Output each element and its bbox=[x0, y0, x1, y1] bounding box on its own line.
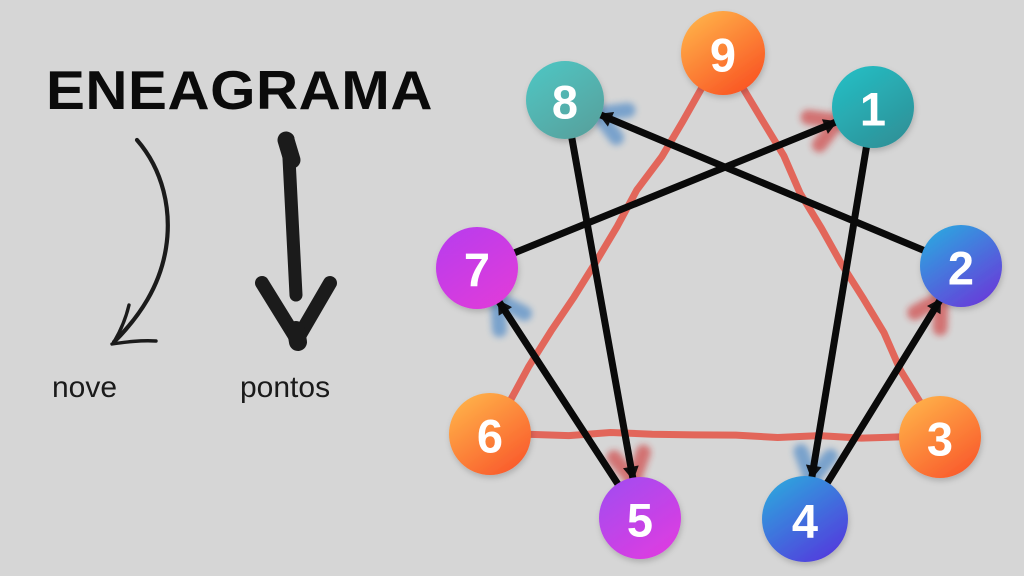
enneagram-node-4[interactable]: 4 bbox=[762, 476, 848, 562]
node-label-9: 9 bbox=[710, 29, 736, 82]
enneagram-nodes: 9 1 2 3 4 5 6 7 8 bbox=[436, 11, 1002, 562]
node-label-2: 2 bbox=[948, 242, 974, 295]
node-circle-1[interactable] bbox=[832, 66, 914, 148]
triangle-edge-3-9 bbox=[738, 82, 926, 409]
hexad-edge-5-to-7 bbox=[494, 296, 624, 491]
node-circle-3[interactable] bbox=[899, 396, 981, 478]
enneagram-triangle bbox=[505, 81, 926, 442]
enneagram-node-5[interactable]: 5 bbox=[599, 477, 681, 559]
node-label-1: 1 bbox=[860, 83, 886, 136]
arrowhead-2 bbox=[927, 298, 942, 315]
node-label-7: 7 bbox=[464, 244, 490, 297]
node-circle-4[interactable] bbox=[762, 476, 848, 562]
enneagram-node-3[interactable]: 3 bbox=[899, 396, 981, 478]
arrowhead-4 bbox=[805, 464, 822, 480]
node-label-3: 3 bbox=[927, 413, 953, 466]
caption-nove: nove bbox=[52, 371, 118, 404]
node-label-6: 6 bbox=[477, 410, 503, 463]
caption-pontos: pontos bbox=[240, 371, 331, 404]
arrowhead-1 bbox=[821, 119, 838, 134]
node-circle-5[interactable] bbox=[599, 477, 681, 559]
node-circle-2[interactable] bbox=[920, 225, 1002, 307]
enneagram-node-1[interactable]: 1 bbox=[832, 66, 914, 148]
node-circle-9[interactable] bbox=[681, 11, 765, 95]
enneagram-node-9[interactable]: 9 bbox=[681, 11, 765, 95]
arrowhead-7 bbox=[497, 299, 512, 316]
triangle-edge-6-3 bbox=[523, 429, 907, 442]
hexad-edge-8-to-5 bbox=[567, 130, 637, 485]
node-label-4: 4 bbox=[792, 495, 818, 548]
node-circle-6[interactable] bbox=[449, 393, 531, 475]
hexad-edge-4-to-2 bbox=[822, 294, 945, 490]
enneagram-node-7[interactable]: 7 bbox=[436, 227, 518, 309]
node-label-5: 5 bbox=[627, 494, 653, 547]
node-circle-8[interactable] bbox=[526, 61, 604, 139]
arrowhead-5 bbox=[623, 465, 639, 481]
enneagram-node-8[interactable]: 8 bbox=[526, 61, 604, 139]
hexad-edge-2-to-8 bbox=[594, 110, 931, 256]
hexad-edge-1-to-4 bbox=[808, 140, 871, 483]
enneagram-hexad bbox=[490, 102, 949, 491]
enneagram-node-6[interactable]: 6 bbox=[449, 393, 531, 475]
enneagram-node-2[interactable]: 2 bbox=[920, 225, 1002, 307]
page-title: ENEAGRAMA bbox=[46, 59, 433, 121]
node-circle-7[interactable] bbox=[436, 227, 518, 309]
node-label-8: 8 bbox=[552, 76, 578, 129]
triangle-edge-9-6 bbox=[505, 81, 707, 406]
hexad-edge-7-to-1 bbox=[507, 117, 842, 258]
arrowhead-8 bbox=[598, 112, 615, 127]
